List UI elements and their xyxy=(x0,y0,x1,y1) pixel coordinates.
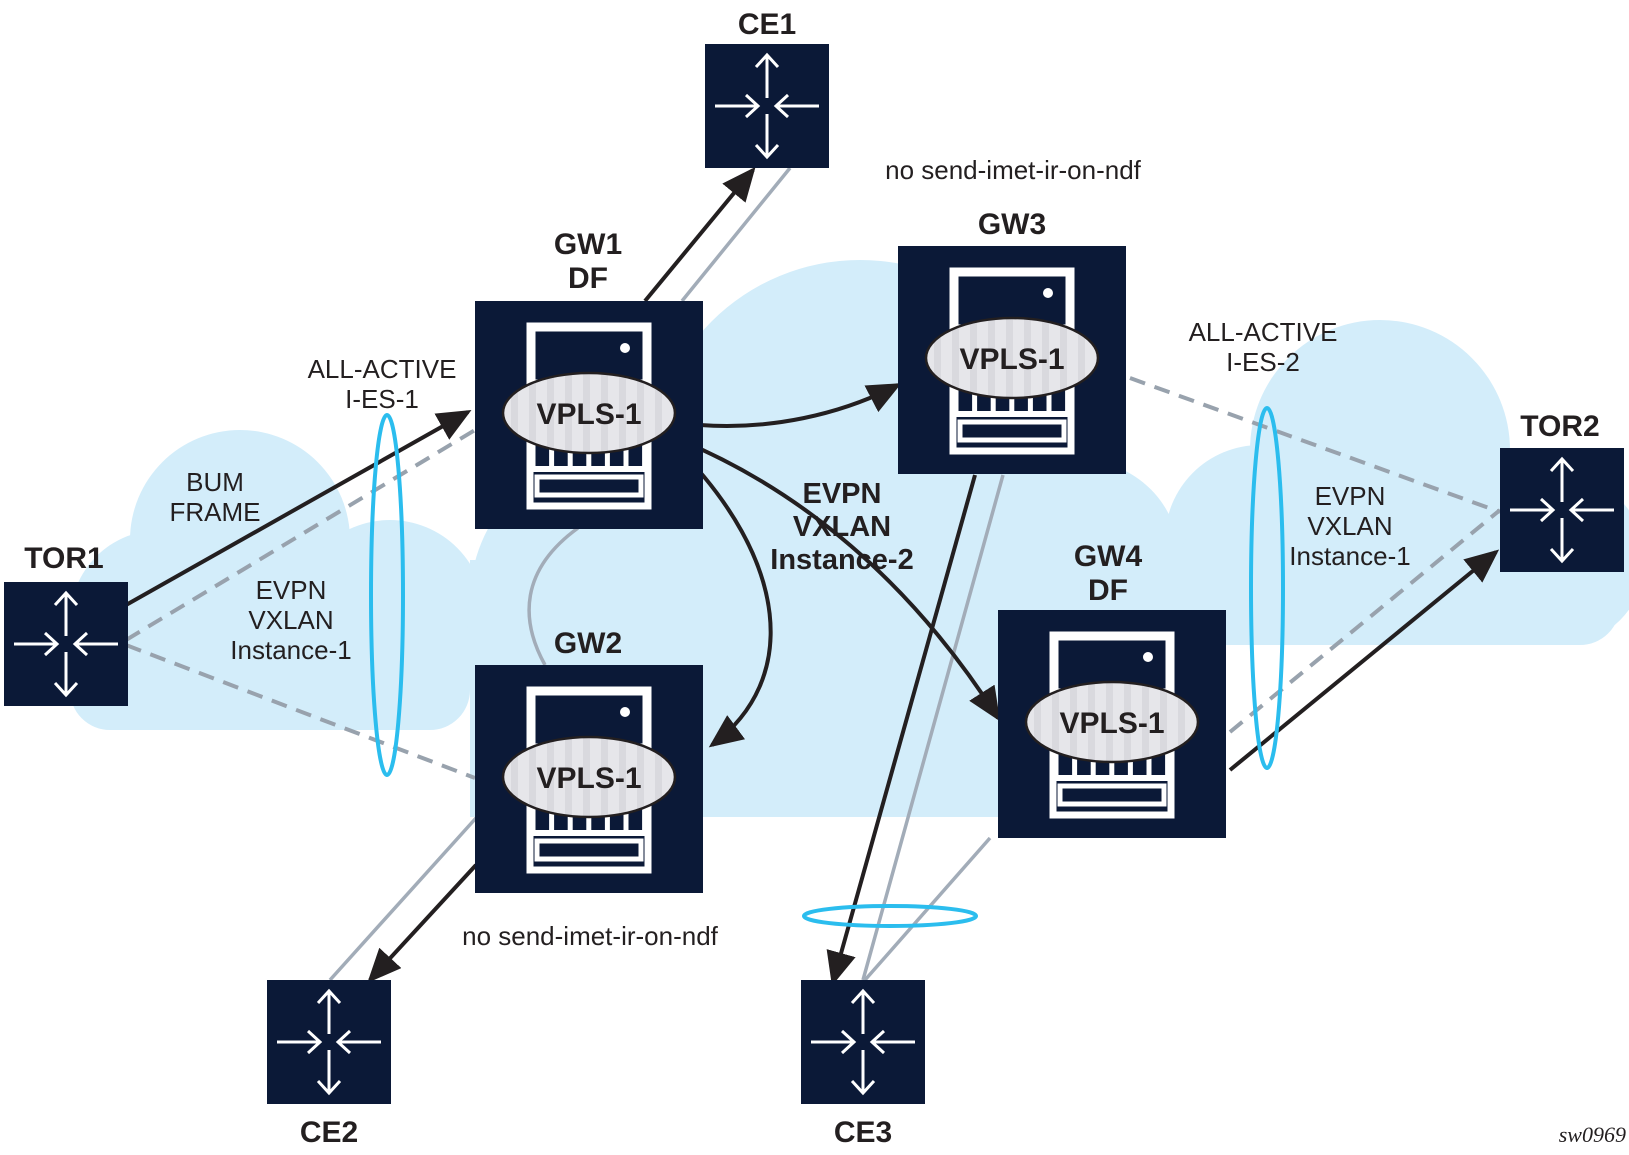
node-tor1[interactable] xyxy=(4,582,128,706)
label-inst1-left-2: VXLAN xyxy=(248,605,333,635)
vpls-service-label: VPLS-1 xyxy=(959,343,1064,376)
link-gw3-ce3-bum xyxy=(826,474,977,986)
label-inst2-1: EVPN xyxy=(803,478,882,510)
cloud-left xyxy=(70,430,485,730)
es-ring-ce3 xyxy=(802,904,978,928)
link-gw1-gw3-bum xyxy=(699,383,902,428)
link-gw1-gw2-gray xyxy=(527,526,580,666)
link-gw2-ce2-gray xyxy=(328,816,478,982)
node-gw1[interactable]: VPLS-1 xyxy=(475,301,703,529)
label-inst1-right-2: VXLAN xyxy=(1307,511,1392,541)
label-ce1: CE1 xyxy=(738,8,796,41)
label-gw2-note: no send-imet-ir-on-ndf xyxy=(462,921,719,951)
es-ring-ies1 xyxy=(369,413,405,777)
label-gw4: GW4 xyxy=(1074,540,1143,573)
link-tor1-gw1-bum xyxy=(125,410,472,607)
es-ring-ies2 xyxy=(1249,406,1285,770)
link-gw1-ce1-bum xyxy=(643,166,756,303)
label-inst2-2: VXLAN xyxy=(793,511,891,543)
label-gw4-role: DF xyxy=(1088,574,1128,607)
label-tor1: TOR1 xyxy=(24,542,103,575)
node-gw4[interactable]: VPLS-1 xyxy=(998,610,1226,838)
link-gw1-gw2-bum xyxy=(673,443,773,748)
label-gw3-note: no send-imet-ir-on-ndf xyxy=(885,155,1142,185)
label-bum-1: BUM xyxy=(186,467,244,497)
label-inst1-left-3: Instance-1 xyxy=(230,635,351,665)
label-es2-type: ALL-ACTIVE xyxy=(1189,317,1338,347)
link-gw3-tor2-dashed xyxy=(1129,376,1501,514)
label-es1-name: I-ES-1 xyxy=(345,384,419,414)
label-tor2: TOR2 xyxy=(1520,410,1599,443)
label-gw2: GW2 xyxy=(554,627,622,660)
node-gw3[interactable]: VPLS-1 xyxy=(898,246,1126,474)
link-gw2-ce2-bum xyxy=(367,863,478,983)
link-tor1-gw2-dashed xyxy=(125,643,476,780)
label-inst2-3: Instance-2 xyxy=(770,544,913,576)
label-gw1-role: DF xyxy=(568,262,608,295)
label-es1-type: ALL-ACTIVE xyxy=(308,354,457,384)
vpls-service-label: VPLS-1 xyxy=(536,398,641,431)
label-bum-2: FRAME xyxy=(170,497,261,527)
vpls-bubble xyxy=(501,735,677,819)
node-ce3[interactable] xyxy=(801,980,925,1104)
label-inst1-left-1: EVPN xyxy=(256,575,327,605)
label-es2-name: I-ES-2 xyxy=(1226,347,1300,377)
link-gw4-ce3-gray xyxy=(863,836,992,982)
label-ce3: CE3 xyxy=(834,1116,892,1149)
vpls-bubble xyxy=(924,316,1100,400)
node-tor2[interactable] xyxy=(1500,448,1624,572)
label-gw3: GW3 xyxy=(978,208,1046,241)
link-tor1-gw1-dashed xyxy=(124,428,477,642)
vpls-service-label: VPLS-1 xyxy=(536,762,641,795)
figure-id: sw0969 xyxy=(1559,1122,1626,1147)
link-gw4-tor2-bum xyxy=(1228,549,1500,772)
vpls-bubble xyxy=(501,371,677,455)
link-gw4-tor2-dashed xyxy=(1228,508,1502,734)
label-ce2: CE2 xyxy=(300,1116,358,1149)
label-inst1-right-3: Instance-1 xyxy=(1289,541,1410,571)
vpls-service-label: VPLS-1 xyxy=(1059,707,1164,740)
label-inst1-right-1: EVPN xyxy=(1315,481,1386,511)
link-gw3-ce3-gray xyxy=(861,474,1005,981)
vpls-bubble xyxy=(1024,680,1200,764)
link-gw1-gw4-bum xyxy=(679,438,1001,722)
link-gw1-ce1-gray xyxy=(680,166,792,303)
label-gw1: GW1 xyxy=(554,228,622,261)
node-gw2[interactable]: VPLS-1 xyxy=(475,665,703,893)
node-ce2[interactable] xyxy=(267,980,391,1104)
node-ce1[interactable] xyxy=(705,44,829,168)
